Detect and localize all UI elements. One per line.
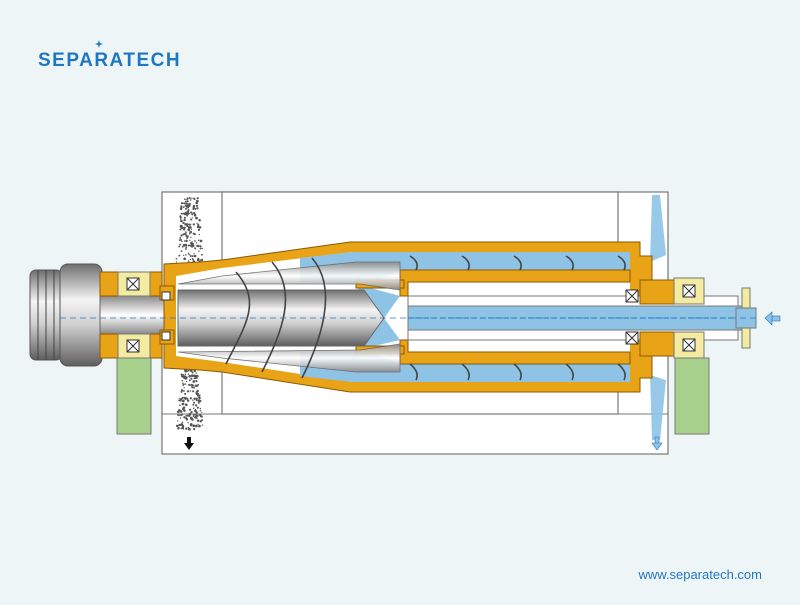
arrow-down-icon	[651, 436, 663, 451]
left-support-block	[116, 357, 152, 435]
conical-beach	[177, 261, 401, 373]
right-bearing	[625, 277, 705, 359]
arrow-down-icon	[184, 437, 194, 450]
left-shaft	[99, 295, 173, 335]
star-icon	[95, 40, 103, 48]
left-hub	[159, 285, 175, 345]
website-url: www.separatech.com	[638, 567, 762, 582]
arrow-left-icon	[764, 311, 781, 326]
solids-discharge	[175, 197, 204, 431]
brand-logo: SEPARATECH	[38, 50, 182, 71]
drive-pulley	[29, 263, 103, 367]
liquid-discharge	[650, 195, 666, 440]
right-support-block	[674, 357, 710, 435]
scroll-flights	[225, 255, 626, 381]
left-bearing	[99, 271, 163, 359]
